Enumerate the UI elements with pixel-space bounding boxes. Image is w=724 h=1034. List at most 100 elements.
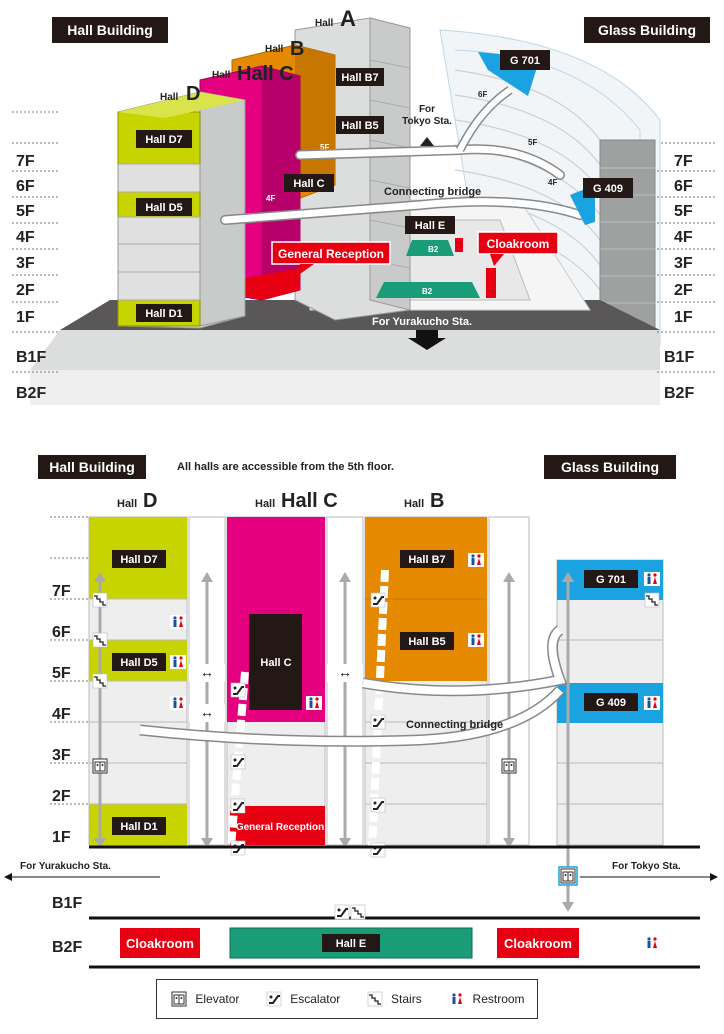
g409-tag[interactable] <box>584 693 638 711</box>
svg-text:Hall C: Hall C <box>260 657 291 669</box>
hall-d7-tag[interactable] <box>112 550 166 568</box>
hall-d-word: Hall <box>160 92 179 103</box>
top-hall-d5-tag <box>136 198 192 216</box>
svg-text:General Reception: General Reception <box>278 247 384 261</box>
cloakroom-right[interactable] <box>497 928 579 958</box>
bottom-glass-building-header <box>544 455 676 479</box>
hall-d-letter: D <box>186 83 200 105</box>
b2f-label: B2F <box>52 939 82 956</box>
general-reception-label: General Reception <box>236 822 324 833</box>
svg-text:G 701: G 701 <box>510 55 540 67</box>
hall-b7-tag[interactable] <box>400 550 454 568</box>
top-for-tokyo-line1: For <box>419 104 435 115</box>
svg-text:B2: B2 <box>422 287 433 296</box>
hall-c-block[interactable] <box>249 614 302 710</box>
stairs-icon <box>367 991 383 1007</box>
top-for-tokyo-label: Tokyo Sta. <box>402 116 452 127</box>
svg-text:Hall E: Hall E <box>336 938 367 950</box>
section-hall-b-letter: B <box>430 490 444 512</box>
bottom-hall-building-header <box>38 455 146 479</box>
svg-text:Hall D7: Hall D7 <box>145 134 182 146</box>
svg-text:Hall B5: Hall B5 <box>341 120 378 132</box>
svg-text:Hall D1: Hall D1 <box>145 308 182 320</box>
svg-text:Hall: Hall <box>404 498 424 510</box>
svg-text:Hall B5: Hall B5 <box>408 636 445 648</box>
b1f-label: B1F <box>52 895 82 912</box>
hall-b5-tag[interactable] <box>400 632 454 650</box>
left-right-arrow-icon: ↔ <box>338 664 352 680</box>
down-arrow-icon <box>408 330 446 350</box>
svg-text:B1F: B1F <box>664 349 694 366</box>
top-floor-labels-left: 7F 6F 5F 4F 3F 2F 1F B1F B2F <box>16 153 46 402</box>
hall-a-letter: A <box>340 6 356 31</box>
svg-text:5F: 5F <box>674 203 693 220</box>
left-right-arrow-icon: ↔ <box>200 664 214 680</box>
legend-elevator: Elevator <box>169 989 239 1009</box>
glass-building-header <box>584 17 710 43</box>
top-g409-tag <box>583 178 633 198</box>
svg-text:4F: 4F <box>52 706 71 723</box>
svg-text:Hall Building: Hall Building <box>49 459 135 475</box>
svg-text:5F: 5F <box>528 138 537 147</box>
svg-text:4F: 4F <box>548 178 557 187</box>
svg-text:Glass Building: Glass Building <box>561 459 659 475</box>
svg-text:Hall D1: Hall D1 <box>120 821 157 833</box>
left-right-arrow-icon: ↔ <box>200 704 214 720</box>
svg-text:Cloakroom: Cloakroom <box>126 936 194 951</box>
svg-text:7F: 7F <box>674 153 693 170</box>
hall-b-word: Hall <box>265 44 284 55</box>
svg-text:1F: 1F <box>52 829 71 846</box>
svg-text:Hall: Hall <box>255 498 275 510</box>
svg-text:2F: 2F <box>674 282 693 299</box>
cloakroom-left[interactable] <box>120 928 200 958</box>
map-legend: Elevator Escalator Stairs Restroom <box>156 979 538 1019</box>
svg-text:4F: 4F <box>674 229 693 246</box>
for-yurakucho-label: For Yurakucho Sta. <box>20 861 111 872</box>
svg-text:G 701: G 701 <box>596 574 626 586</box>
section-diagram: Hall Building All halls are accessible f… <box>4 455 718 969</box>
svg-text:Hall E: Hall E <box>415 220 446 232</box>
svg-text:2F: 2F <box>16 282 35 299</box>
g701-tag[interactable] <box>584 570 638 588</box>
top-general-reception <box>271 241 391 265</box>
svg-text:B2: B2 <box>428 245 439 254</box>
svg-text:3F: 3F <box>16 255 35 272</box>
top-for-yurakucho-label: For Yurakucho Sta. <box>372 316 472 328</box>
svg-text:Hall B7: Hall B7 <box>408 554 445 566</box>
hall-b-letter: B <box>290 38 304 60</box>
top-cloakroom <box>477 231 559 255</box>
section-hall-c-letter: Hall C <box>281 490 338 512</box>
svg-text:Hall C: Hall C <box>293 178 324 190</box>
svg-text:Cloakroom: Cloakroom <box>487 237 550 251</box>
hall-e-tag[interactable] <box>322 934 380 952</box>
hall-d1-tag[interactable] <box>112 817 166 835</box>
top-floor-labels-right: 7F 6F 5F 4F 3F 2F 1F B1F B2F <box>664 153 694 402</box>
svg-text:1F: 1F <box>674 309 693 326</box>
b2f-slab <box>30 370 660 405</box>
svg-text:4F: 4F <box>16 229 35 246</box>
top-hall-e-tag <box>405 216 455 234</box>
svg-text:6F: 6F <box>16 178 35 195</box>
svg-text:5F: 5F <box>16 203 35 220</box>
section-hall-d-letter: D <box>143 490 157 512</box>
svg-text:3F: 3F <box>674 255 693 272</box>
svg-text:6F: 6F <box>52 624 71 641</box>
restroom-icon <box>448 992 465 1006</box>
svg-text:Hall: Hall <box>117 498 137 510</box>
up-arrow-icon <box>420 137 434 146</box>
svg-text:6F: 6F <box>478 90 487 99</box>
svg-text:Hall B7: Hall B7 <box>341 72 378 84</box>
svg-text:7F: 7F <box>16 153 35 170</box>
legend-stairs: Stairs <box>365 989 422 1009</box>
isometric-overview: Hall Building Glass Building <box>12 6 715 405</box>
top-hall-b5-tag <box>336 116 384 134</box>
svg-text:Hall D5: Hall D5 <box>145 202 182 214</box>
connecting-bridge-label: Connecting bridge <box>406 719 503 731</box>
hall-d5-tag[interactable] <box>112 653 166 671</box>
svg-text:7F: 7F <box>52 583 71 600</box>
hall-building-header <box>52 17 168 43</box>
escalator-icon <box>266 991 283 1007</box>
left-arrow-icon <box>4 873 12 881</box>
svg-text:B2F: B2F <box>16 385 46 402</box>
